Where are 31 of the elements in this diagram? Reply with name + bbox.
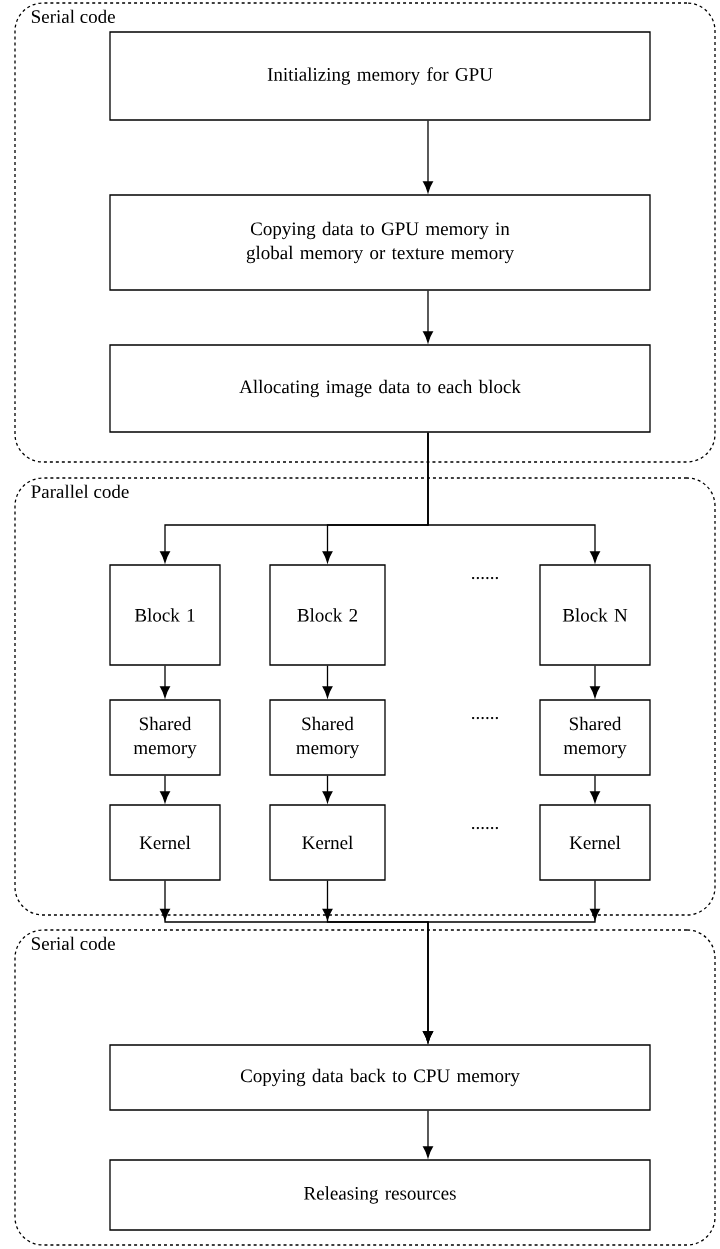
arrow <box>160 775 170 803</box>
process-box: Block 2 <box>269 564 386 666</box>
arrow <box>322 775 333 803</box>
process-box: Kernel <box>269 804 386 881</box>
ellipsis-label: ...... <box>472 826 498 830</box>
group-heading: Serial code <box>31 9 115 24</box>
group-heading: Parallel code <box>31 484 129 499</box>
process-box: Kernel <box>109 804 221 881</box>
arrow <box>590 775 600 803</box>
process-box: Block 1 <box>109 564 221 666</box>
process-box: Copying data to GPU memory in global memory or texture memory <box>109 194 651 291</box>
process-box: Block N <box>539 564 651 666</box>
ellipsis-label: ...... <box>472 716 498 720</box>
arrow <box>160 665 170 698</box>
arrow <box>427 432 600 563</box>
process-box: Kernel <box>539 804 651 881</box>
process-box: Initializing memory for GPU <box>109 31 651 121</box>
arrow <box>423 120 433 193</box>
arrow <box>590 665 600 698</box>
process-box: Shared memory <box>269 699 386 776</box>
arrow <box>423 290 433 343</box>
group-heading: Serial code <box>31 936 115 951</box>
process-box: Copying data back to CPU memory <box>109 1044 651 1111</box>
process-box: Releasing resources <box>109 1159 651 1231</box>
arrow <box>322 665 333 698</box>
arrow <box>423 1110 433 1158</box>
process-box: Shared memory <box>109 699 221 776</box>
ellipsis-label: ...... <box>472 576 498 580</box>
arrow <box>423 880 600 1043</box>
process-box: Allocating image data to each block <box>109 344 651 433</box>
process-box: Shared memory <box>539 699 651 776</box>
